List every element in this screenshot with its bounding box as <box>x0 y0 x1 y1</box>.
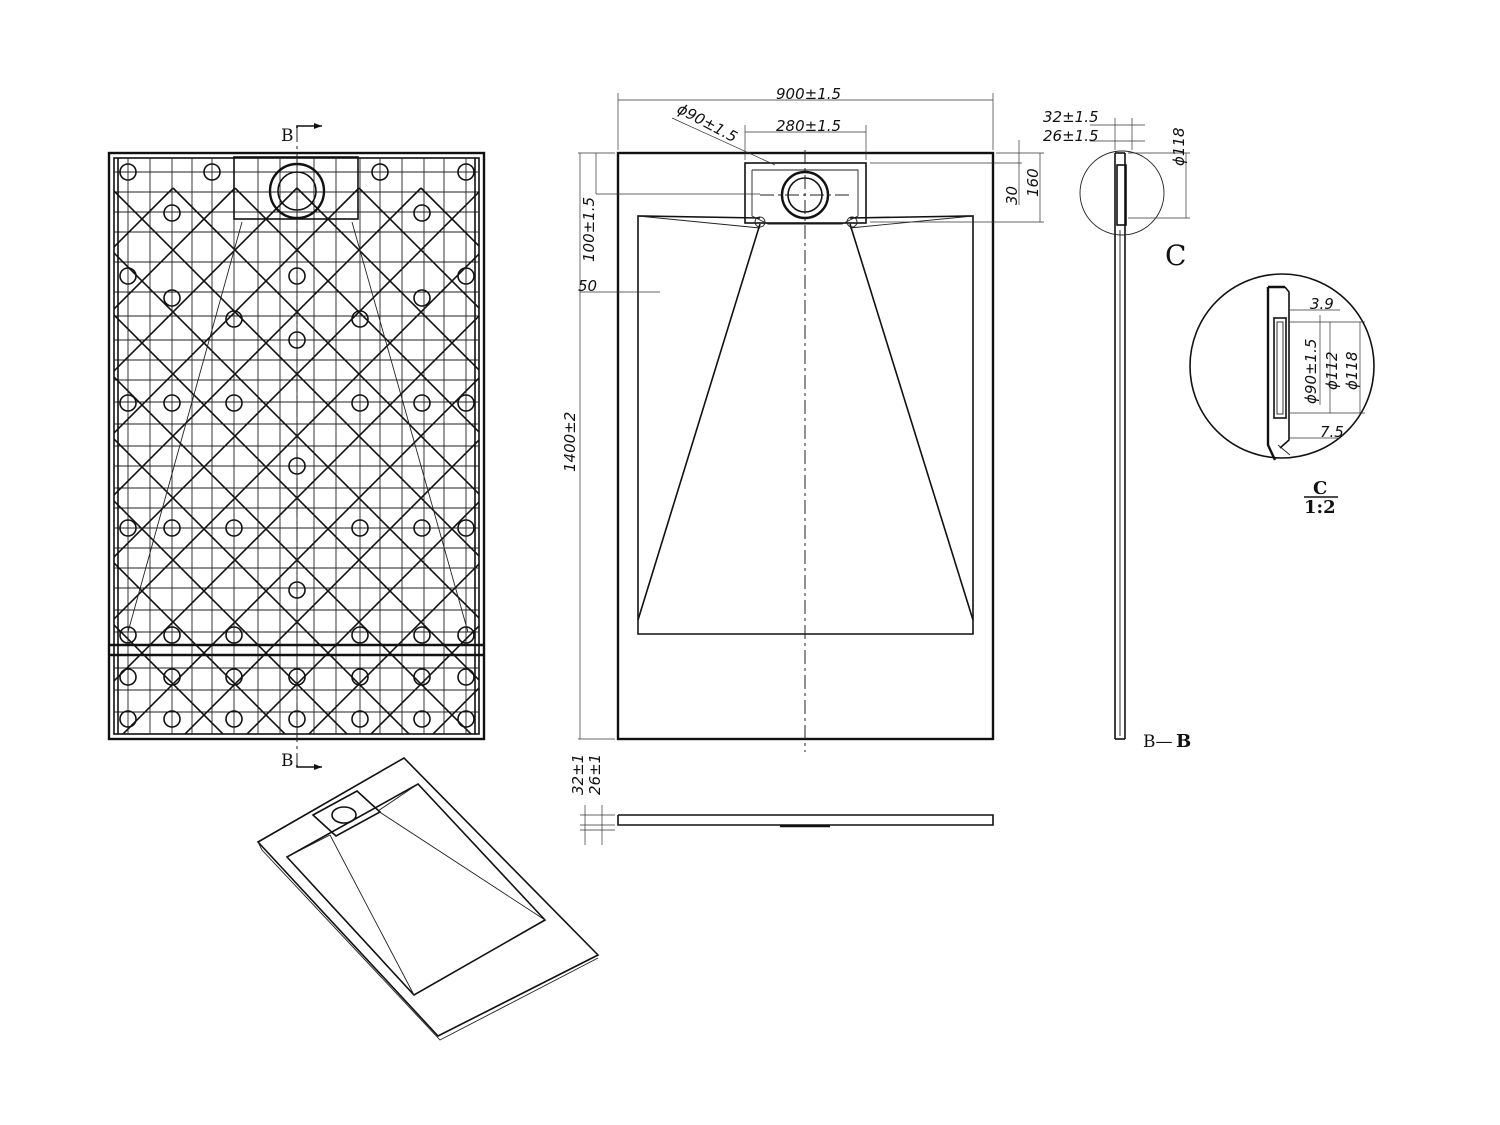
boss-circle <box>457 710 475 728</box>
boss-circle <box>225 394 243 412</box>
dim-depth-160: 160 <box>1024 168 1042 197</box>
boss-circle <box>225 519 243 537</box>
boss-circle <box>351 310 369 328</box>
section-b-b <box>1079 118 1190 740</box>
boss-circle <box>351 519 369 537</box>
boss-circle <box>119 710 137 728</box>
dim-offset-100: 100±1.5 <box>580 197 598 262</box>
top-view <box>578 93 1044 752</box>
section-bb-label-left: B— <box>1143 732 1173 752</box>
dim-diameter-118: ϕ118 <box>1170 127 1188 166</box>
boss-circle <box>163 710 181 728</box>
boss-circle <box>225 310 243 328</box>
boss-circle <box>119 626 137 644</box>
boss-circle <box>163 394 181 412</box>
boss-circle <box>413 519 431 537</box>
detail-c <box>1189 273 1375 461</box>
dim-drain-width: 280±1.5 <box>776 117 841 135</box>
dim-detail-3-9: 3.9 <box>1310 295 1334 313</box>
boss-circle <box>413 668 431 686</box>
section-b-bottom-label: B <box>281 751 294 771</box>
boss-circle <box>413 204 431 222</box>
boss-circle <box>203 163 221 181</box>
bottom-view <box>107 123 486 770</box>
dim-profile-26: 26±1 <box>586 754 604 795</box>
boss-circle <box>163 289 181 307</box>
boss-circle <box>351 626 369 644</box>
boss-circle <box>457 394 475 412</box>
boss-circle <box>371 163 389 181</box>
boss-circle <box>119 394 137 412</box>
dim-detail-112: ϕ112 <box>1323 351 1341 390</box>
dim-width: 900±1.5 <box>776 85 841 103</box>
boss-circle <box>457 668 475 686</box>
boss-circle <box>457 626 475 644</box>
dim-thickness-32: 32±1.5 <box>1043 108 1099 126</box>
boss-circle <box>413 289 431 307</box>
boss-circle <box>119 519 137 537</box>
boss-circle <box>413 394 431 412</box>
section-bb-label-right: B <box>1176 731 1191 752</box>
dim-thickness-26: 26±1.5 <box>1043 127 1099 145</box>
side-profile <box>580 805 994 845</box>
dim-profile-32: 32±1 <box>569 754 587 795</box>
dim-margin-50: 50 <box>578 277 597 295</box>
dim-depth-30: 30 <box>1003 186 1021 205</box>
boss-circle <box>163 668 181 686</box>
boss-circle <box>163 519 181 537</box>
boss-circle <box>225 668 243 686</box>
support-bosses <box>119 163 475 728</box>
boss-circle <box>225 626 243 644</box>
isometric-view <box>256 756 600 1041</box>
boss-circle <box>413 710 431 728</box>
boss-circle <box>457 163 475 181</box>
dim-detail-7-5: 7.5 <box>1320 423 1344 441</box>
section-b-top-label: B <box>281 126 294 146</box>
detail-caption-letter: C <box>1313 478 1327 499</box>
boss-circle <box>119 668 137 686</box>
boss-circle <box>119 267 137 285</box>
detail-c-marker: C <box>1165 239 1186 272</box>
dim-detail-118: ϕ118 <box>1343 351 1361 390</box>
boss-circle <box>351 394 369 412</box>
boss-circle <box>119 163 137 181</box>
boss-circle <box>457 519 475 537</box>
boss-circle <box>351 668 369 686</box>
boss-circle <box>351 710 369 728</box>
boss-circle <box>163 204 181 222</box>
boss-circle <box>457 267 475 285</box>
detail-scale: 1:2 <box>1304 497 1336 518</box>
dim-drain-diameter: ϕ90±1.5 <box>674 100 740 147</box>
boss-circle <box>163 626 181 644</box>
rib-diagonals <box>114 187 479 734</box>
boss-circle <box>225 710 243 728</box>
dim-detail-90: ϕ90±1.5 <box>1302 339 1320 404</box>
dim-length: 1400±2 <box>561 412 579 472</box>
boss-circle <box>413 626 431 644</box>
